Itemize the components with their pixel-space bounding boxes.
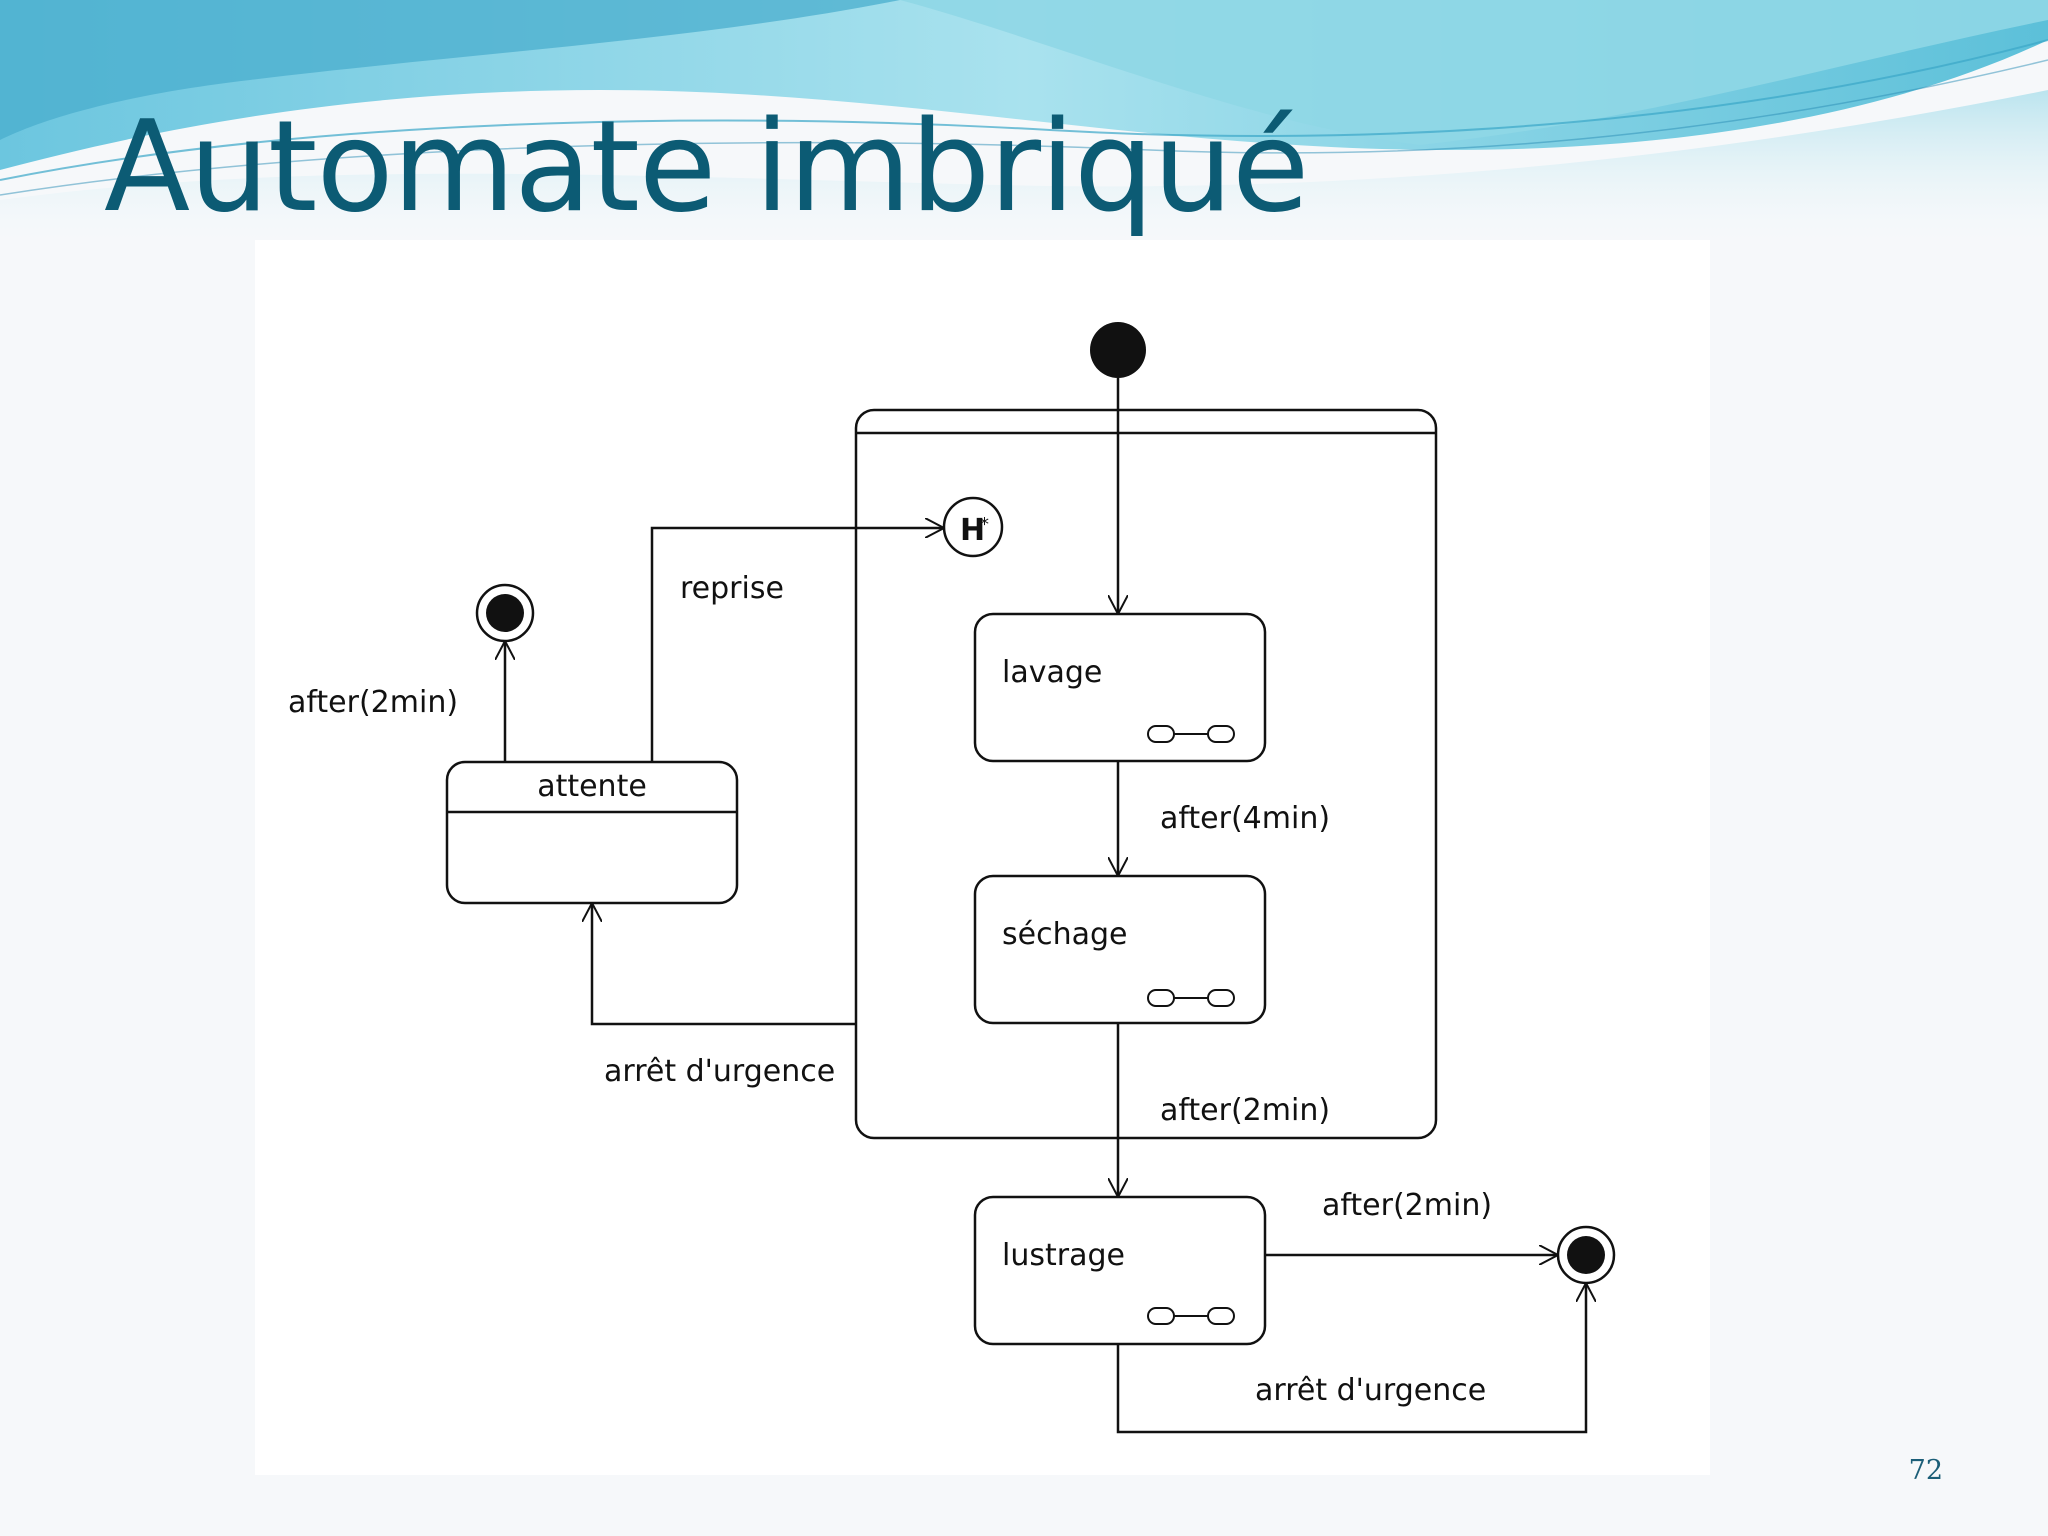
- wave-banner: [0, 0, 2048, 260]
- transition-lustrage-emergency: [1116, 1283, 1586, 1434]
- initial-state: [1090, 322, 1146, 378]
- slide-title: Automate imbriqué: [104, 93, 1309, 240]
- state-sechage-label: séchage: [1002, 917, 1127, 952]
- history-marker: *: [980, 514, 989, 535]
- state-lavage-label: lavage: [1002, 655, 1102, 690]
- label-lustrage-to-final: after(2min): [1322, 1188, 1492, 1223]
- label-sechage-to-lustrage: after(2min): [1160, 1093, 1330, 1128]
- label-attente-to-history: reprise: [680, 571, 784, 606]
- composite-indicator-icon: [1147, 1307, 1235, 1325]
- page-number: 72: [1908, 1455, 1943, 1486]
- label-lustrage-emergency: arrêt d'urgence: [1255, 1373, 1486, 1408]
- transition-attente-to-history: [650, 528, 944, 762]
- diagram-panel: [255, 240, 1710, 1475]
- transition-composite-to-attente: [592, 903, 856, 1026]
- state-attente-label: attente: [537, 769, 647, 804]
- composite-indicator-icon: [1147, 989, 1235, 1007]
- final-state-attente: [475, 583, 535, 643]
- label-attente-to-final: after(2min): [288, 685, 458, 720]
- final-state-main: [1556, 1225, 1616, 1285]
- label-lavage-to-sechage: after(4min): [1160, 801, 1330, 836]
- history-symbol: H: [960, 513, 985, 548]
- state-lustrage-label: lustrage: [1002, 1238, 1125, 1273]
- composite-state: [854, 408, 1438, 1140]
- label-composite-to-attente: arrêt d'urgence: [604, 1054, 835, 1089]
- composite-indicator-icon: [1147, 725, 1235, 743]
